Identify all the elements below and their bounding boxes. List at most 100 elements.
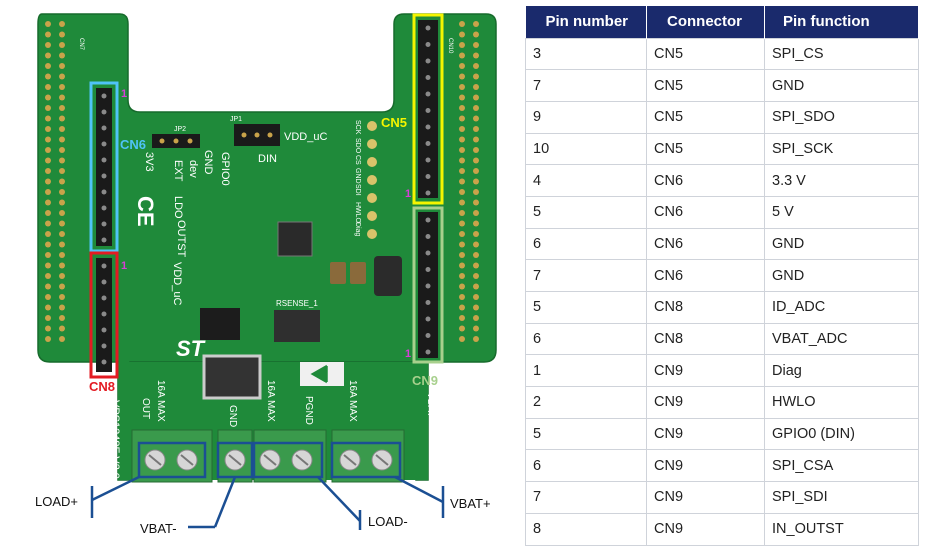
header-pin bbox=[425, 283, 431, 289]
header-pin bbox=[59, 157, 65, 164]
header-pin bbox=[459, 325, 465, 332]
header-pin bbox=[459, 168, 465, 174]
cn8-pin1-marker: 1 bbox=[121, 260, 127, 272]
header-pin bbox=[45, 315, 51, 321]
cell-pin-function: GPIO0 (DIN) bbox=[764, 417, 919, 451]
header-pin bbox=[459, 178, 465, 185]
header-pin bbox=[59, 273, 65, 279]
header-pin bbox=[473, 199, 479, 206]
cell-pin-function: VBAT_ADC bbox=[764, 322, 919, 356]
cell-connector: CN9 bbox=[646, 417, 765, 451]
cell-connector: CN5 bbox=[646, 132, 765, 166]
header-pin bbox=[473, 189, 479, 195]
table-header-row: Pin number Connector Pin function bbox=[525, 6, 919, 38]
cell-pin-number: 4 bbox=[525, 164, 647, 197]
header-pin bbox=[101, 157, 107, 163]
cell-pin-number: 5 bbox=[525, 195, 647, 229]
cell-pin-function: GND bbox=[764, 69, 919, 102]
header-pin bbox=[473, 252, 479, 258]
cell-pin-number: 5 bbox=[525, 417, 647, 451]
cell-connector: CN6 bbox=[646, 227, 765, 261]
header-pin bbox=[45, 94, 51, 101]
terminal-block bbox=[131, 429, 213, 483]
header-pin bbox=[473, 315, 479, 321]
header-pin bbox=[473, 126, 479, 132]
cn5-pins bbox=[425, 25, 431, 196]
header-pin bbox=[45, 63, 51, 69]
header-pin bbox=[459, 126, 465, 132]
header-pin bbox=[59, 126, 65, 132]
inductor bbox=[374, 256, 402, 296]
header-pin bbox=[473, 73, 479, 80]
header-pin bbox=[459, 220, 465, 227]
cell-connector: CN8 bbox=[646, 322, 765, 356]
cell-pin-function: SPI_CS bbox=[764, 37, 919, 71]
header-pin bbox=[59, 252, 65, 258]
header-pin bbox=[45, 147, 51, 153]
hwlo-label: HWLO bbox=[354, 202, 361, 224]
cell-pin-number: 2 bbox=[525, 386, 647, 419]
header-pin bbox=[59, 336, 65, 342]
cell-pin-function: IN_OUTST bbox=[764, 512, 919, 546]
header-pin bbox=[425, 300, 431, 305]
cell-pin-function: Diag bbox=[764, 354, 919, 388]
header-pin bbox=[45, 42, 51, 48]
cell-pin-number: 6 bbox=[525, 322, 647, 356]
header-pin bbox=[101, 125, 107, 131]
callout-lines bbox=[90, 475, 445, 530]
header-pin bbox=[59, 304, 65, 311]
capacitor-2 bbox=[350, 262, 366, 284]
load-plus-callout: LOAD+ bbox=[35, 494, 78, 509]
header-pin bbox=[473, 241, 479, 248]
board-name-label: VPS1248F V2.0 bbox=[109, 400, 121, 479]
out-label: OUT bbox=[140, 398, 151, 419]
header-pin bbox=[45, 189, 51, 195]
jp2-label: JP2 bbox=[174, 126, 186, 133]
cell-pin-function: GND bbox=[764, 259, 919, 292]
cell-connector: CN6 bbox=[646, 259, 765, 292]
header-pin bbox=[459, 252, 465, 258]
header-pin bbox=[473, 157, 479, 164]
header-pin bbox=[101, 189, 107, 195]
header-pin bbox=[101, 327, 107, 333]
header-pin bbox=[425, 141, 431, 146]
header-pin bbox=[459, 283, 465, 290]
cn7-pin-header bbox=[45, 21, 65, 342]
header-pin bbox=[459, 273, 465, 279]
screw-terminals bbox=[131, 429, 405, 483]
header-pin bbox=[459, 262, 465, 269]
header-pin bbox=[45, 273, 51, 279]
header-pin-number: Pin number bbox=[525, 6, 647, 38]
cn7-label: CN7 bbox=[78, 38, 84, 51]
vbat-plus-callout: VBAT+ bbox=[450, 496, 491, 511]
cell-pin-number: 7 bbox=[525, 69, 647, 102]
header-pin bbox=[59, 294, 65, 300]
ext-label: EXT bbox=[172, 160, 184, 182]
screw-slot bbox=[343, 454, 357, 466]
header-pin bbox=[425, 250, 431, 256]
header-pin bbox=[45, 52, 51, 59]
header-pin bbox=[459, 315, 465, 321]
evaluation-board-diagram: CN7 CN10 CN6 1 CN8 1 CN5 1 CN9 1 JP2 JP1… bbox=[35, 13, 497, 536]
ce-mark-icon: CE bbox=[133, 196, 158, 227]
header-pin bbox=[59, 178, 65, 185]
header-pin bbox=[425, 157, 431, 163]
header-pin bbox=[459, 115, 465, 122]
header-pin bbox=[59, 147, 65, 153]
header-pin bbox=[425, 234, 431, 239]
header-pin bbox=[459, 241, 465, 248]
header-pin bbox=[59, 21, 65, 27]
header-pin bbox=[101, 221, 107, 227]
cell-pin-number: 10 bbox=[525, 132, 647, 166]
cell-connector: CN6 bbox=[646, 164, 765, 197]
header-pin bbox=[101, 263, 107, 269]
header-pin bbox=[45, 31, 51, 38]
